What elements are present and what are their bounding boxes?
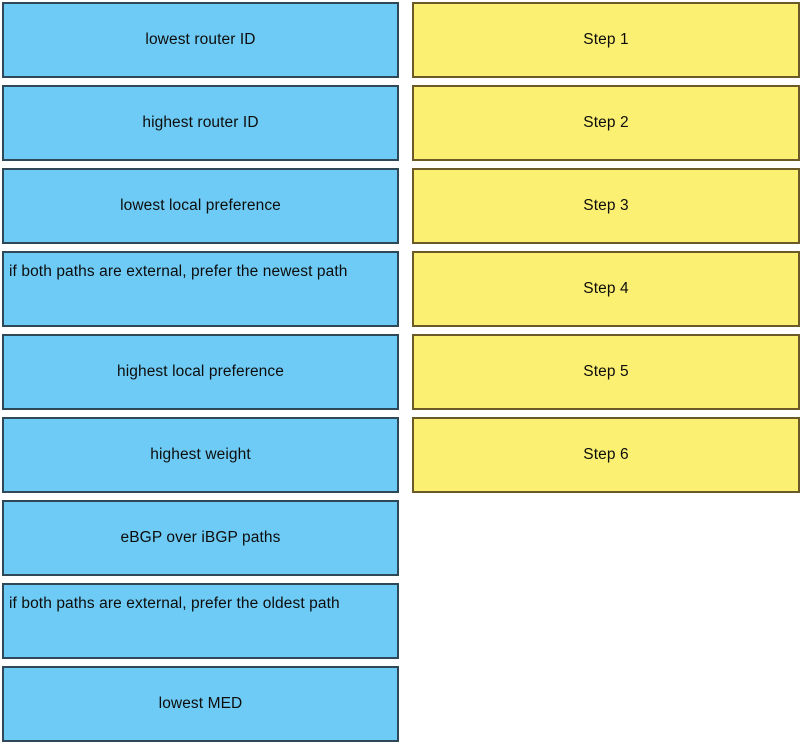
option-label: lowest MED [158,694,243,712]
option-box[interactable]: lowest local preference [2,168,399,244]
option-label: highest router ID [142,113,259,131]
option-box[interactable]: if both paths are external, prefer the n… [2,251,399,327]
option-box[interactable]: highest local preference [2,334,399,410]
option-label: if both paths are external, prefer the n… [9,263,348,280]
step-label: Step 3 [583,196,629,214]
option-box[interactable]: highest router ID [2,85,399,161]
option-label: if both paths are external, prefer the o… [9,595,340,612]
option-box[interactable]: if both paths are external, prefer the o… [2,583,399,659]
steps-column: Step 1 Step 2 Step 3 Step 4 Step 5 Step … [412,2,800,493]
option-box[interactable]: lowest router ID [2,2,399,78]
step-box[interactable]: Step 4 [412,251,800,327]
options-column: lowest router ID highest router ID lowes… [2,2,399,742]
option-label: eBGP over iBGP paths [120,528,281,546]
step-box[interactable]: Step 5 [412,334,800,410]
step-box[interactable]: Step 6 [412,417,800,493]
step-box[interactable]: Step 2 [412,85,800,161]
step-label: Step 5 [583,362,629,380]
step-box[interactable]: Step 1 [412,2,800,78]
option-box[interactable]: eBGP over iBGP paths [2,500,399,576]
option-label: highest weight [150,445,251,463]
step-label: Step 1 [583,30,629,48]
option-box[interactable]: lowest MED [2,666,399,742]
step-label: Step 6 [583,445,629,463]
step-label: Step 2 [583,113,629,131]
option-label: lowest router ID [145,30,256,48]
step-box[interactable]: Step 3 [412,168,800,244]
step-label: Step 4 [583,279,629,297]
option-label: highest local preference [117,362,284,380]
option-label: lowest local preference [120,196,281,214]
option-box[interactable]: highest weight [2,417,399,493]
